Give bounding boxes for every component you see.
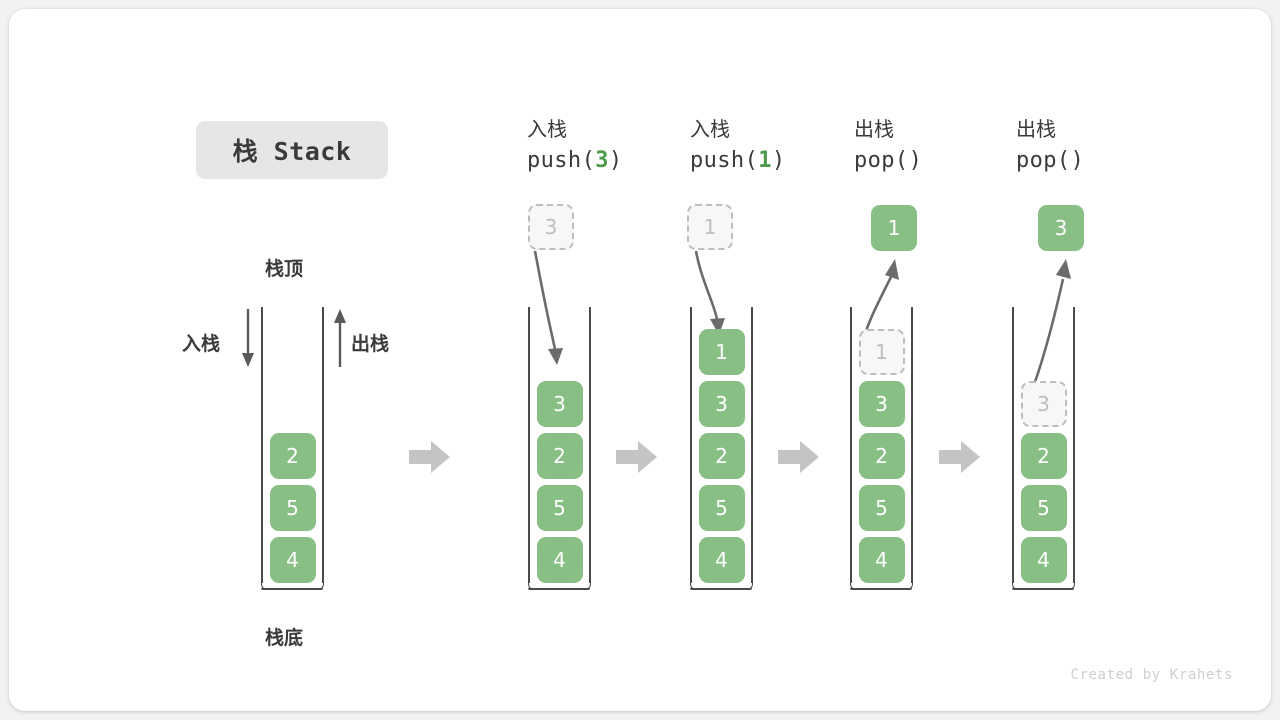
stack-wall-right	[1073, 307, 1075, 583]
step-arrow-icon	[409, 441, 450, 473]
pop-side-label: 出栈	[351, 333, 390, 355]
stack-cell: 5	[269, 485, 316, 531]
push-motion-arrow-icon	[533, 250, 563, 365]
stack-wall-left	[528, 307, 530, 583]
stack-cell: 2	[698, 433, 745, 479]
column-header-pop-3: 出栈 pop()	[1016, 115, 1186, 177]
popped-ghost-cell: 1	[858, 329, 905, 375]
stack-cell: 2	[1020, 433, 1067, 479]
column-header-pop-1: 出栈 pop()	[854, 115, 1024, 177]
stack-cell: 1	[698, 329, 745, 375]
stack-cell: 5	[858, 485, 905, 531]
pop-direction-arrow-icon	[334, 309, 346, 367]
incoming-cell-push-3: 3	[528, 204, 574, 250]
stack-wall-left	[1012, 307, 1014, 583]
stack-cells: 4 5 2 3 1	[695, 326, 748, 586]
stack-wall-left	[690, 307, 692, 583]
stack-corner-right	[316, 582, 324, 590]
stack-wall-right	[322, 307, 324, 583]
stack-cell: 4	[698, 537, 745, 583]
column-header-code: push(3)	[527, 147, 623, 173]
column-header-push-1: 入栈 push(1)	[690, 115, 860, 177]
column-header-cn: 出栈	[1016, 117, 1056, 141]
column-header-code: pop()	[854, 147, 923, 173]
stack-initial: 4 5 2	[261, 307, 324, 590]
stack-wall-bottom	[261, 588, 324, 590]
stack-cell: 4	[269, 537, 316, 583]
outgoing-cell-pop-1: 1	[871, 205, 917, 251]
stack-wall-bottom	[690, 588, 753, 590]
step-arrow-icon	[616, 441, 657, 473]
stack-cell: 2	[536, 433, 583, 479]
stack-cell: 2	[269, 433, 316, 479]
stack-wall-right	[589, 307, 591, 583]
stack-cell: 3	[858, 381, 905, 427]
push-side-label: 入栈	[182, 333, 221, 355]
stack-cell: 4	[858, 537, 905, 583]
stack-push-3: 4 5 2 3	[528, 307, 591, 590]
credit-text: Created by Krahets	[1070, 667, 1233, 683]
stack-cell: 3	[536, 381, 583, 427]
popped-ghost-cell: 3	[1020, 381, 1067, 427]
stack-cells: 4 5 2 3 1	[855, 326, 908, 586]
column-header-code: push(1)	[690, 147, 786, 173]
stack-corner-right	[583, 582, 591, 590]
stack-corner-left	[1012, 582, 1020, 590]
stack-cell: 5	[698, 485, 745, 531]
push-motion-arrow-icon	[694, 250, 725, 335]
stack-wall-left	[850, 307, 852, 583]
stack-cell: 5	[536, 485, 583, 531]
stack-corner-left	[690, 582, 698, 590]
stack-cells: 4 5 2	[266, 430, 319, 586]
column-header-cn: 出栈	[854, 117, 894, 141]
title-badge: 栈 Stack	[196, 121, 388, 179]
stack-wall-left	[261, 307, 263, 583]
stack-cell: 5	[1020, 485, 1067, 531]
stack-corner-right	[905, 582, 913, 590]
step-arrow-icon	[939, 441, 980, 473]
stack-pop-1: 4 5 2 3 1	[850, 307, 913, 590]
column-header-cn: 入栈	[690, 117, 730, 141]
incoming-cell-push-1: 1	[687, 204, 733, 250]
stack-cells: 4 5 2 3	[533, 378, 586, 586]
stack-cell: 4	[536, 537, 583, 583]
stack-corner-left	[261, 582, 269, 590]
stack-cell: 3	[698, 381, 745, 427]
stack-bottom-label: 栈底	[265, 627, 304, 649]
stack-corner-right	[745, 582, 753, 590]
stack-top-label: 栈顶	[265, 258, 304, 280]
push-direction-arrow-icon	[242, 309, 254, 367]
stack-corner-left	[850, 582, 858, 590]
stack-corner-left	[528, 582, 536, 590]
stack-wall-right	[751, 307, 753, 583]
step-arrow-icon	[778, 441, 819, 473]
stack-wall-bottom	[528, 588, 591, 590]
stack-corner-right	[1067, 582, 1075, 590]
diagram-card: 栈 Stack 栈顶 栈底 入栈 出栈 入栈 push(3) 入栈 push(1…	[9, 9, 1271, 711]
outgoing-cell-pop-3: 3	[1038, 205, 1084, 251]
stack-cell: 2	[858, 433, 905, 479]
stack-wall-bottom	[850, 588, 913, 590]
stack-wall-bottom	[1012, 588, 1075, 590]
stack-cells: 4 5 2 3	[1017, 378, 1070, 586]
stack-push-1: 4 5 2 3 1	[690, 307, 753, 590]
stack-pop-3: 4 5 2 3	[1012, 307, 1075, 590]
stack-cell: 4	[1020, 537, 1067, 583]
stack-wall-right	[911, 307, 913, 583]
column-header-push-3: 入栈 push(3)	[527, 115, 697, 177]
column-header-cn: 入栈	[527, 117, 567, 141]
column-header-code: pop()	[1016, 147, 1085, 173]
